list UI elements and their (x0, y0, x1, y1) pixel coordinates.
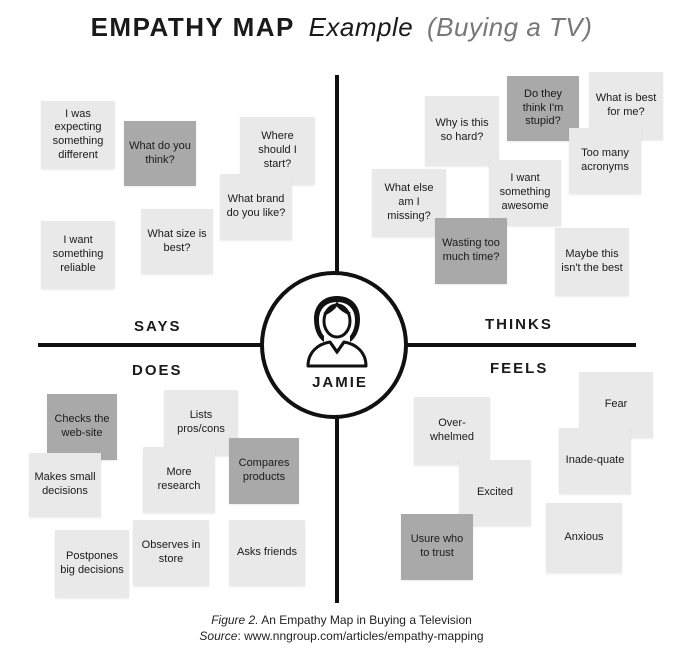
note-says-6: What size is best? (141, 209, 213, 274)
note-does-7: Observes in store (133, 520, 209, 586)
note-feels-6: Usure who to trust (401, 514, 473, 580)
person-icon (306, 296, 368, 368)
persona-name: JAMIE (312, 374, 368, 391)
caption-source-text: : www.nngroup.com/articles/empathy-mappi… (237, 629, 484, 644)
note-says-3: Where should I start? (240, 117, 315, 185)
quadrant-label-thinks: THINKS (485, 316, 553, 333)
note-thinks-8: Maybe this isn't the best (555, 228, 629, 296)
quadrant-label-feels: FEELS (490, 360, 549, 377)
note-does-6: Postpones big decisions (55, 530, 129, 598)
caption-line-2: Source: www.nngroup.com/articles/empathy… (0, 628, 683, 644)
persona-circle (260, 271, 408, 419)
note-thinks-1: Why is this so hard? (425, 96, 499, 166)
note-does-4: More research (143, 447, 215, 513)
figure-caption: Figure 2. An Empathy Map in Buying a Tel… (0, 612, 683, 644)
note-says-4: What brand do you like? (220, 174, 292, 240)
note-says-1: I was expecting something different (41, 101, 115, 169)
note-does-1: Checks the web-site (47, 394, 117, 460)
caption-figure-label: Figure 2. (211, 613, 259, 627)
note-thinks-7: Wasting too much time? (435, 218, 507, 284)
note-thinks-6: I want something awesome (489, 160, 561, 226)
note-does-5: Compares products (229, 438, 299, 504)
note-feels-5: Anxious (546, 503, 622, 573)
page-title: EMPATHY MAP Example (Buying a TV) (0, 12, 683, 43)
note-says-2: What do you think? (124, 121, 196, 186)
note-feels-1: Fear (579, 372, 653, 438)
note-feels-3: Inade-quate (559, 428, 631, 494)
note-does-2: Lists pros/cons (164, 390, 238, 456)
caption-figure-text: An Empathy Map in Buying a Television (261, 613, 472, 627)
caption-line-1: Figure 2. An Empathy Map in Buying a Tel… (0, 612, 683, 628)
note-does-3: Makes small decisions (29, 453, 101, 517)
title-sub: Example (308, 12, 414, 42)
title-paren: (Buying a TV) (426, 12, 593, 42)
note-thinks-2: Do they think I'm stupid? (507, 76, 579, 141)
caption-source-label: Source (199, 629, 238, 644)
note-says-5: I want something reliable (41, 221, 115, 289)
note-does-8: Asks friends (229, 520, 305, 586)
quadrant-label-says: SAYS (134, 318, 182, 335)
quadrant-label-does: DOES (132, 362, 183, 379)
title-main: EMPATHY MAP (90, 12, 295, 42)
note-thinks-5: What else am I missing? (372, 169, 446, 237)
note-feels-2: Over-whelmed (414, 397, 490, 465)
note-thinks-4: Too many acronyms (569, 128, 641, 194)
